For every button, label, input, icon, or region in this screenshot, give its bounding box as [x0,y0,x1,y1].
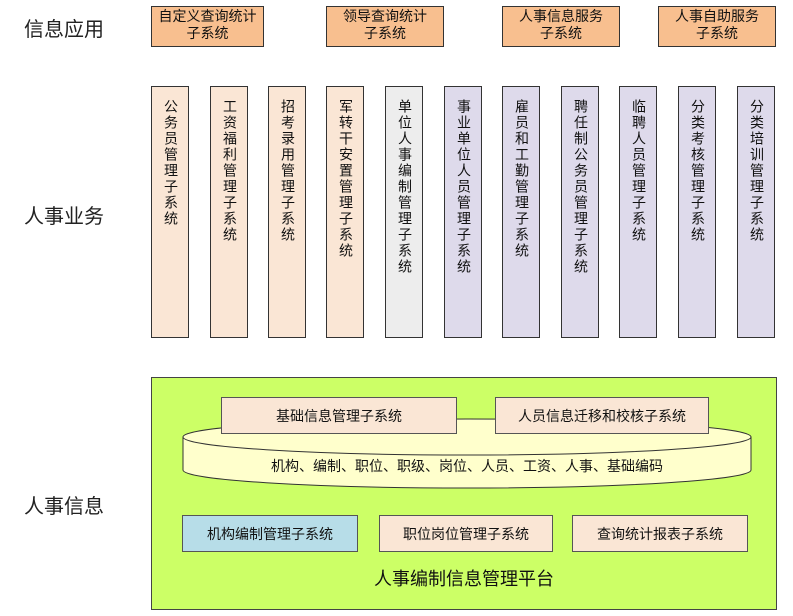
box-line1: 人事自助服务 [675,9,759,25]
org-staffing-subsystem-box: 机构编制管理子系统 [182,515,358,552]
column-text: 公务员管理子系统 [162,99,178,227]
column-text: 招考录用管理子系统 [279,99,295,243]
layer-label-info-app: 信息应用 [24,17,104,41]
hr-info-service-subsystem-box: 人事信息服务 子系统 [502,6,620,47]
column-text: 聘任制公务员管理子系统 [572,99,588,275]
column-text: 单位人事编制管理子系统 [396,99,412,275]
business-subsystem-column: 雇员和工勤管理子系统 [502,86,540,338]
business-subsystem-column: 事业单位人员管理子系统 [444,86,482,338]
layer-label-info: 人事信息 [24,494,104,518]
migration-subsystem-box: 人员信息迁移和校核子系统 [495,397,709,434]
layer-label-business: 人事业务 [24,204,104,228]
database-contents: 机构、编制、职位、职级、岗位、人员、工资、人事、基础编码 [271,459,663,475]
column-text: 分类考核管理子系统 [689,99,705,243]
box-line2: 子系统 [540,26,582,42]
column-text: 工资福利管理子系统 [221,99,237,243]
custom-query-subsystem-box: 自定义查询统计 子系统 [151,6,264,47]
business-subsystem-column: 分类培训管理子系统 [737,86,775,338]
column-text: 临聘人员管理子系统 [630,99,646,243]
platform-title: 人事编制信息管理平台 [374,569,554,590]
box-line2: 子系统 [364,26,406,42]
business-subsystem-column: 分类考核管理子系统 [678,86,716,338]
query-report-subsystem-box: 查询统计报表子系统 [572,515,748,552]
column-text: 事业单位人员管理子系统 [455,99,471,275]
business-subsystem-column: 单位人事编制管理子系统 [385,86,423,338]
business-subsystem-column: 工资福利管理子系统 [210,86,248,338]
business-subsystem-column: 军转干安置管理子系统 [326,86,364,338]
business-subsystem-column: 临聘人员管理子系统 [619,86,657,338]
position-subsystem-box: 职位岗位管理子系统 [379,515,553,552]
business-subsystem-column: 招考录用管理子系统 [268,86,306,338]
hr-self-service-subsystem-box: 人事自助服务 子系统 [658,6,776,47]
box-line2: 子系统 [186,26,229,42]
business-subsystem-column: 聘任制公务员管理子系统 [561,86,599,338]
box-line1: 自定义查询统计 [158,9,257,25]
business-subsystem-column: 公务员管理子系统 [151,86,189,338]
column-text: 分类培训管理子系统 [748,99,764,243]
box-line2: 子系统 [696,26,738,42]
box-line1: 人事信息服务 [519,9,603,25]
leader-query-subsystem-box: 领导查询统计 子系统 [326,6,444,47]
column-text: 军转干安置管理子系统 [337,99,353,259]
basic-info-subsystem-box: 基础信息管理子系统 [221,397,457,434]
column-text: 雇员和工勤管理子系统 [513,99,529,259]
box-line1: 领导查询统计 [343,9,427,25]
